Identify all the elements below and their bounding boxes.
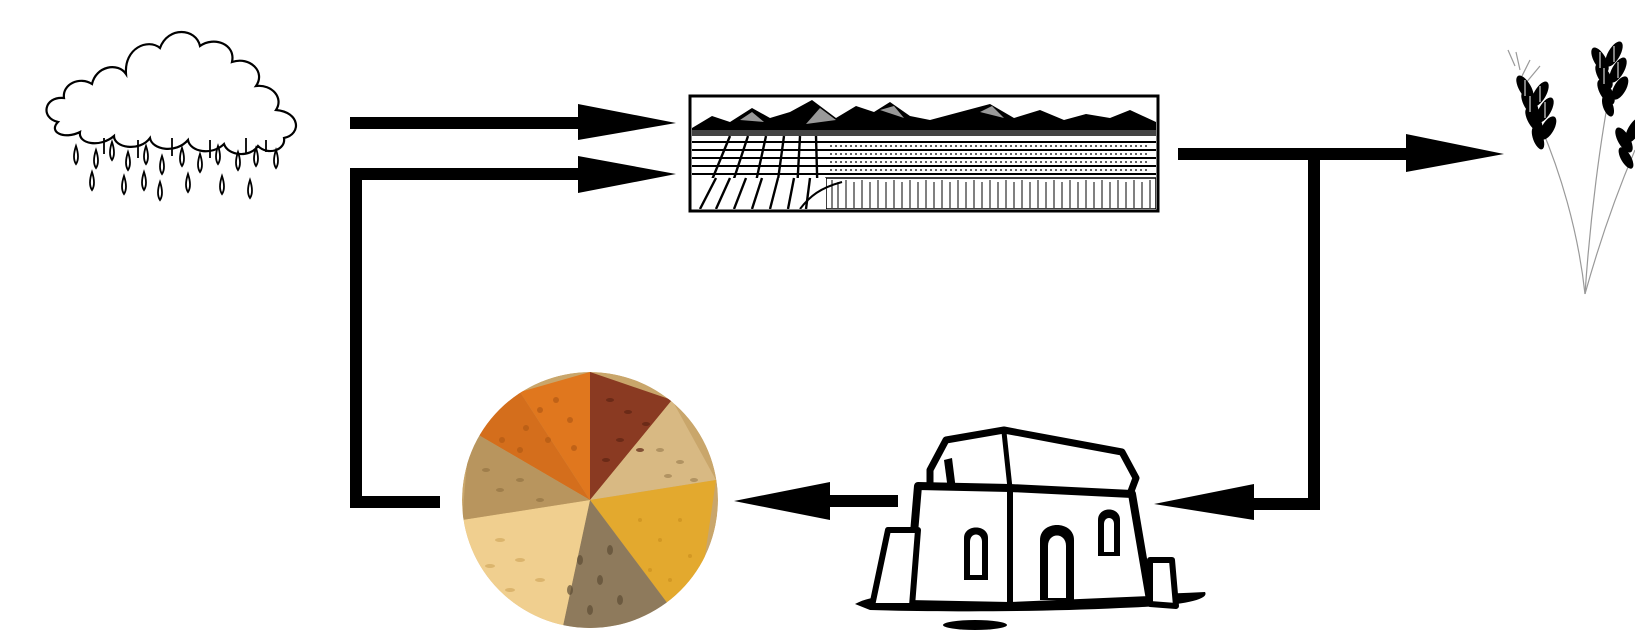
arrow-rain-to-field (350, 104, 676, 140)
storage-house-icon (855, 430, 1206, 630)
rain-cloud-icon (47, 32, 296, 200)
arrow-field-to-storage (1154, 148, 1320, 520)
wheat-stalks-icon (1508, 39, 1635, 294)
arrow-storage-to-seeds (734, 482, 898, 520)
farm-field-landscape-icon (690, 96, 1158, 211)
arrow-field-to-wheat (1178, 134, 1504, 172)
seed-grains-circle-icon (462, 372, 718, 630)
